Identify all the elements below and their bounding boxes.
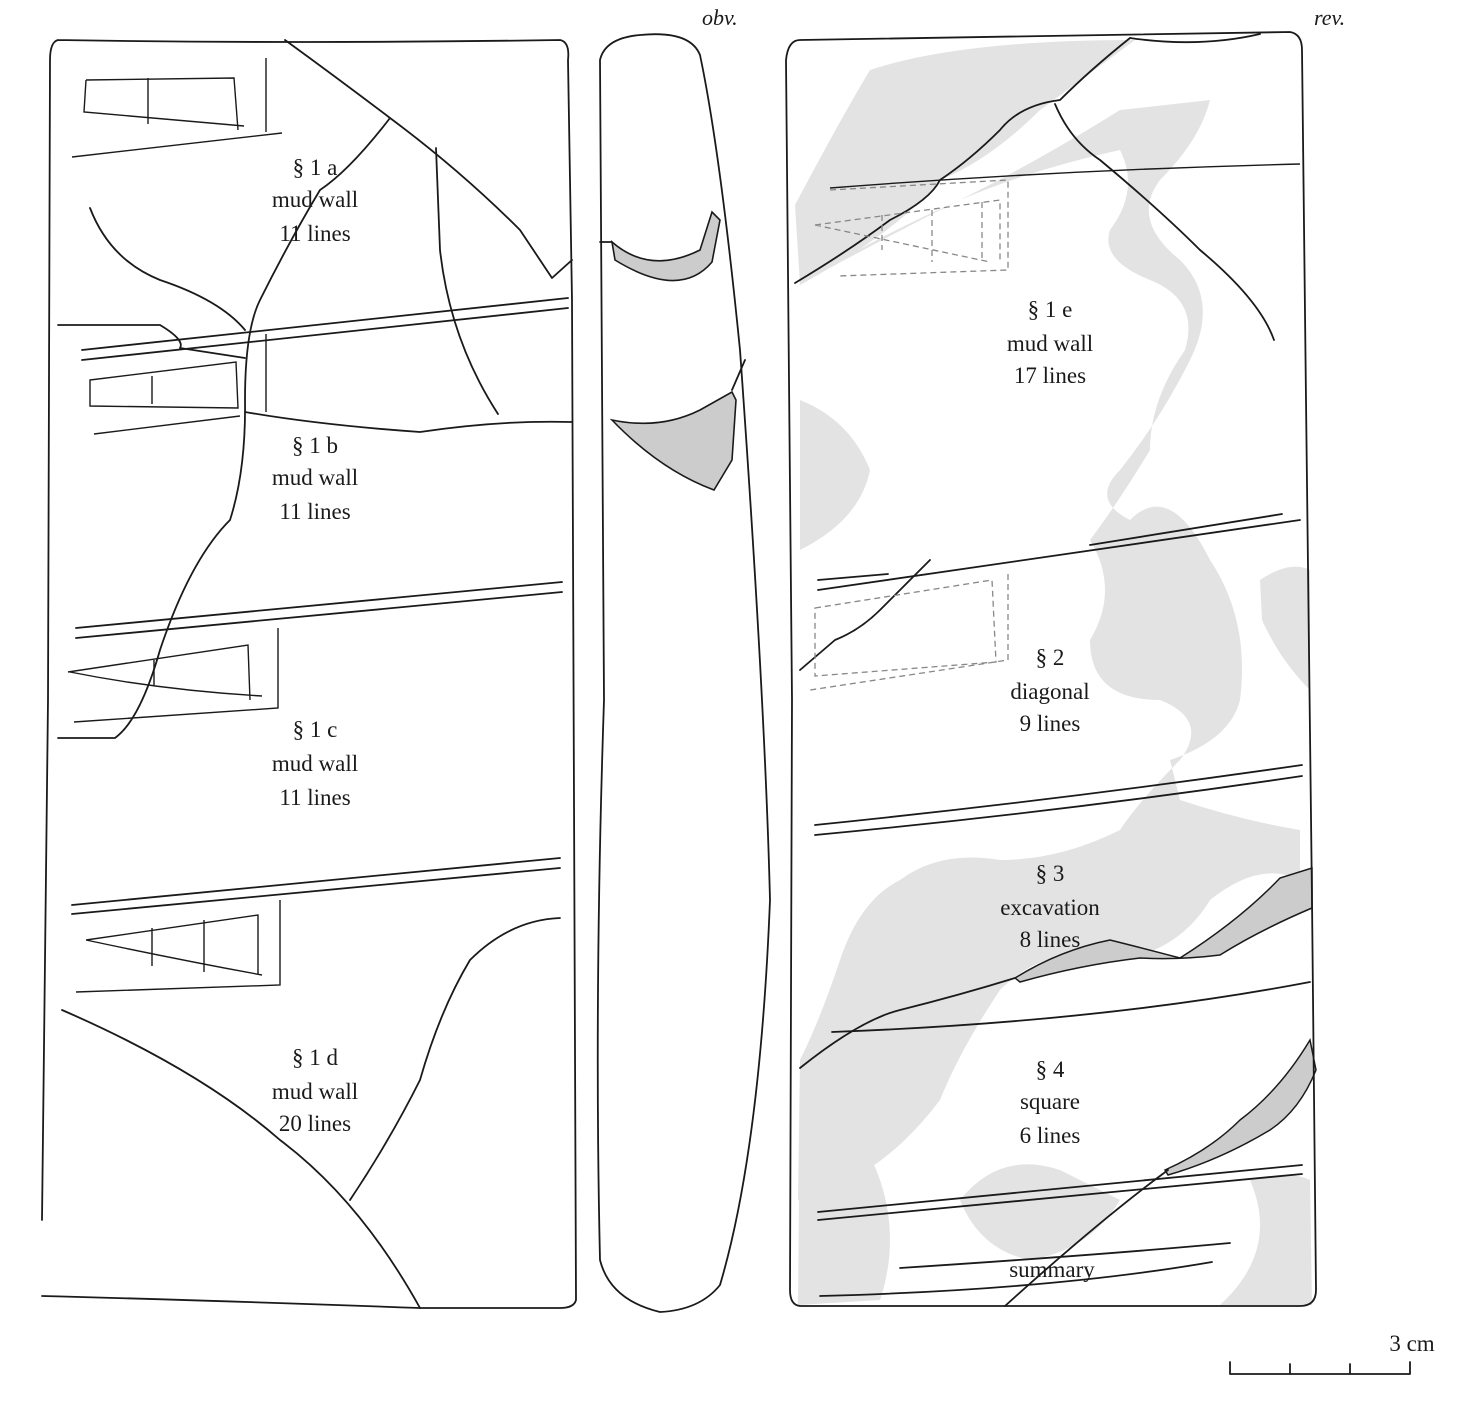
section-1a-lines: 11 lines — [279, 221, 350, 246]
section-1c-id: § 1 c — [293, 717, 338, 742]
section-1c-lines: 11 lines — [279, 785, 350, 810]
reverse-face — [785, 31, 1317, 1307]
section-2-type: diagonal — [1010, 679, 1089, 704]
scale-bar: 3 cm — [1229, 1331, 1435, 1375]
section-4-lines: 6 lines — [1020, 1123, 1081, 1148]
section-1c-type: mud wall — [272, 751, 358, 776]
obverse-label: obv. — [702, 5, 738, 30]
section-1a-type: mud wall — [272, 187, 358, 212]
section-3-lines: 8 lines — [1020, 927, 1081, 952]
summary-label: summary — [1009, 1257, 1095, 1282]
section-2-id: § 2 — [1036, 645, 1065, 670]
section-1b-lines: 11 lines — [279, 499, 350, 524]
section-3-type: excavation — [1000, 895, 1100, 920]
reverse-label: rev. — [1314, 5, 1345, 30]
section-4-id: § 4 — [1036, 1057, 1065, 1082]
edge-view — [596, 33, 771, 1313]
section-1d-id: § 1 d — [292, 1045, 339, 1070]
section-1b-type: mud wall — [272, 465, 358, 490]
section-1a-id: § 1 a — [293, 155, 338, 180]
section-4-type: square — [1020, 1089, 1080, 1114]
scale-label: 3 cm — [1389, 1331, 1434, 1356]
section-2-lines: 9 lines — [1020, 711, 1081, 736]
section-3-id: § 3 — [1036, 861, 1065, 886]
section-1d-lines: 20 lines — [279, 1111, 351, 1136]
section-1b-id: § 1 b — [292, 433, 338, 458]
obverse-labels: § 1 a mud wall 11 lines § 1 b mud wall 1… — [272, 155, 358, 1136]
section-1e-lines: 17 lines — [1014, 363, 1086, 388]
section-1e-type: mud wall — [1007, 331, 1093, 356]
obverse-face — [41, 39, 577, 1309]
section-1e-id: § 1 e — [1028, 297, 1073, 322]
reverse-labels: § 1 e mud wall 17 lines § 2 diagonal 9 l… — [1000, 297, 1100, 1282]
section-1d-type: mud wall — [272, 1079, 358, 1104]
